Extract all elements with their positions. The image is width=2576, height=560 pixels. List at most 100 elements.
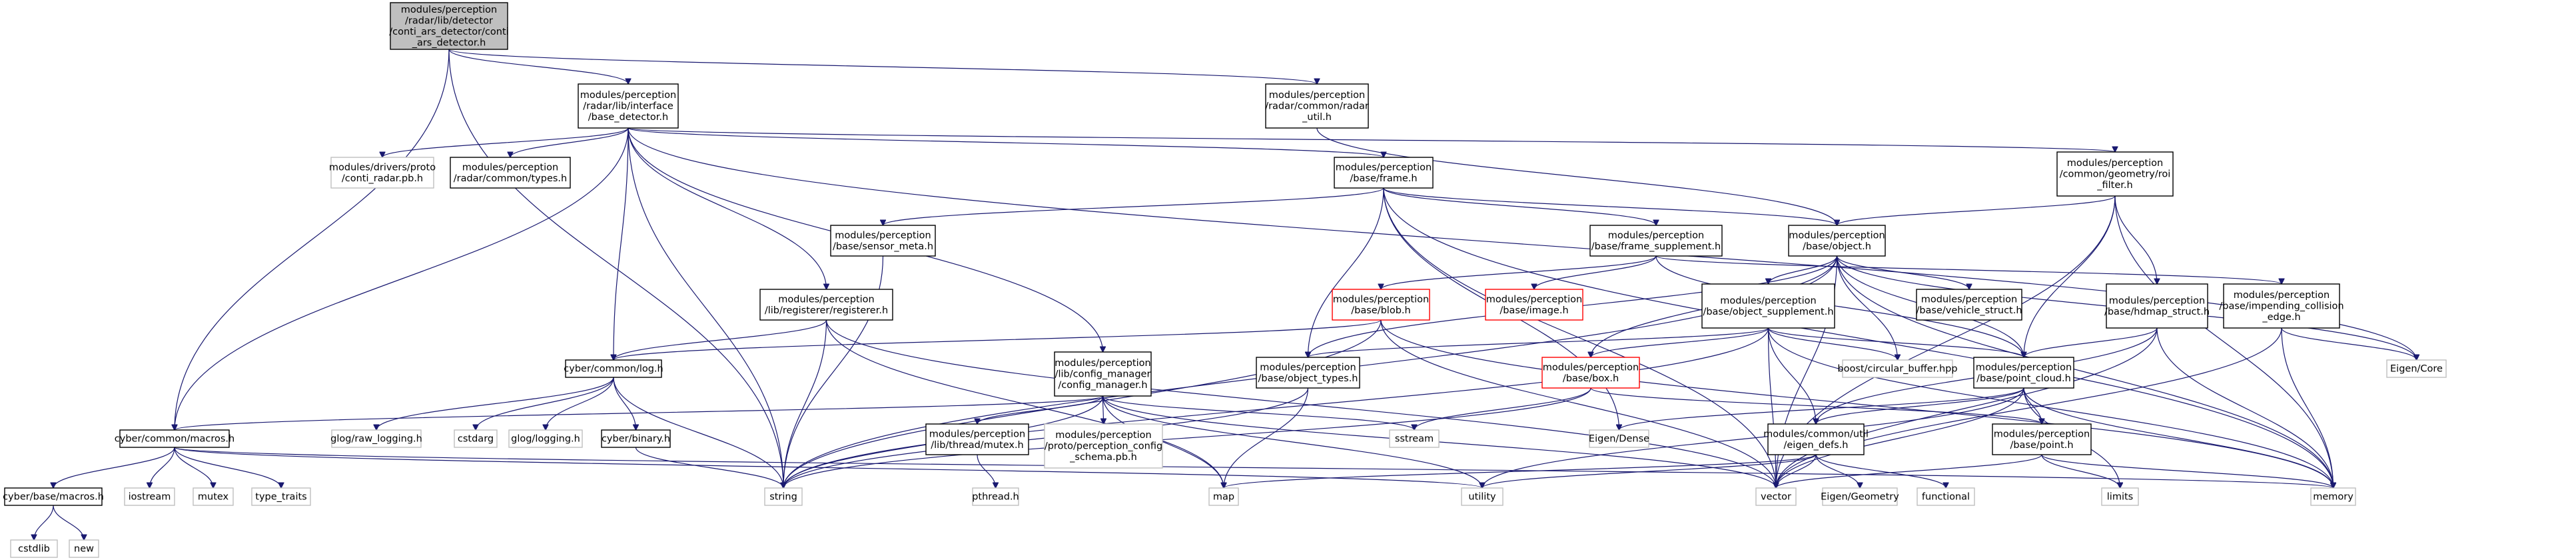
node-box bbox=[1842, 359, 1953, 378]
node-box bbox=[1992, 423, 2092, 455]
edge-config_manager-to-mutex_h bbox=[977, 395, 1104, 424]
edge-blob-to-vector bbox=[1380, 319, 1776, 488]
node-box bbox=[251, 487, 311, 506]
node-impending-collision[interactable]: modules/perception/base/impending_collis… bbox=[2219, 283, 2344, 329]
node-point[interactable]: modules/perception/base/point.h bbox=[1992, 423, 2092, 455]
node-box bbox=[2223, 283, 2340, 329]
node-label: modules/perception bbox=[1789, 230, 1885, 241]
node-roi-filter[interactable]: modules/perception/common/geometry/roi_f… bbox=[2056, 151, 2174, 197]
node-label: utility bbox=[1468, 492, 1496, 503]
node-sensor-meta[interactable]: modules/perception/base/sensor_meta.h bbox=[830, 225, 936, 257]
node-utility: utility bbox=[1461, 487, 1503, 506]
node-config-manager[interactable]: modules/perception/lib/config_manager/co… bbox=[1054, 351, 1152, 397]
node-hdmap-struct[interactable]: modules/perception/base/hdmap_struct.h bbox=[2104, 283, 2210, 329]
edge-config_manager-to-macros bbox=[175, 395, 1104, 430]
node-label: modules/perception bbox=[778, 294, 874, 305]
node-iostream: iostream bbox=[124, 487, 175, 506]
node-binary[interactable]: cyber/binary.h bbox=[601, 429, 671, 448]
edge-config_manager-to-vector bbox=[1102, 395, 1777, 488]
edge-frame_supplement-to-impending_collision bbox=[1655, 255, 2282, 284]
edge-log-to-string bbox=[613, 377, 783, 488]
node-label: modules/perception bbox=[1260, 362, 1356, 373]
node-base-detector[interactable]: modules/perception/radar/lib/interface/b… bbox=[578, 83, 679, 129]
node-label: /base/sensor_meta.h bbox=[833, 241, 933, 252]
node-label: _ars_detector.h bbox=[412, 37, 486, 48]
edge-object-to-vehicle_struct bbox=[1836, 255, 1970, 289]
edge-box-to-sstream bbox=[1414, 387, 1591, 430]
node-memory: memory bbox=[2310, 487, 2356, 506]
node-object-types[interactable]: modules/perception/base/object_types.h bbox=[1256, 357, 1360, 389]
edge-hdmap_struct-to-point_cloud bbox=[2024, 327, 2158, 357]
edge-object_supplement-to-box bbox=[1591, 327, 1769, 357]
edge-box-to-string bbox=[783, 387, 1591, 488]
edge-object_supplement-to-vector bbox=[1767, 327, 1777, 488]
node-mutex-h[interactable]: modules/perception/lib/thread/mutex.h bbox=[925, 423, 1029, 455]
edge-box-to-point bbox=[1590, 387, 2042, 424]
edge-macros-to-utility bbox=[174, 447, 1482, 488]
edge-roi_filter-to-hdmap_struct bbox=[2114, 195, 2157, 284]
node-blob[interactable]: modules/perception/base/blob.h bbox=[1332, 289, 1430, 321]
node-perception-config-pb: modules/perception/proto/perception_conf… bbox=[1044, 423, 1163, 469]
edge-macros-to-type_traits bbox=[174, 447, 281, 488]
edge-base_macros-to-cstdlib bbox=[34, 505, 54, 540]
edge-object_supplement-to-object_types bbox=[1308, 327, 1769, 357]
node-cstdarg: cstdarg bbox=[454, 429, 498, 448]
node-box bbox=[578, 83, 679, 129]
node-image[interactable]: modules/perception/base/image.h bbox=[1485, 289, 1583, 321]
edge-point_cloud-to-eigen_defs bbox=[1816, 387, 2024, 424]
node-box bbox=[193, 487, 234, 506]
node-label: modules/perception bbox=[462, 162, 558, 173]
node-label: /base/object_supplement.h bbox=[1703, 307, 1833, 317]
node-label: sstream bbox=[1395, 434, 1434, 445]
node-macros[interactable]: cyber/common/macros.h bbox=[115, 429, 234, 448]
node-glog: glog/logging.h bbox=[508, 429, 583, 448]
edge-point_cloud-to-vector bbox=[1776, 387, 2024, 488]
node-eigen-defs[interactable]: modules/common/util/eigen_defs.h bbox=[1763, 423, 1869, 455]
node-base-macros[interactable]: cyber/base/macros.h bbox=[3, 487, 104, 506]
node-label: /conti_ars_detector/conti bbox=[389, 27, 508, 37]
node-label: mutex bbox=[198, 492, 229, 503]
node-radar-types[interactable]: modules/perception/radar/common/types.h bbox=[450, 157, 571, 189]
node-label: /proto/perception_config bbox=[1045, 441, 1162, 452]
node-frame[interactable]: modules/perception/base/frame.h bbox=[1334, 157, 1434, 189]
node-vehicle-struct[interactable]: modules/perception/base/vehicle_struct.h bbox=[1916, 289, 2022, 321]
node-box bbox=[1389, 429, 1440, 448]
node-box[interactable]: modules/perception/base/box.h bbox=[1541, 357, 1640, 389]
node-label: /eigen_defs.h bbox=[1784, 440, 1849, 451]
node-box bbox=[1822, 487, 1898, 506]
node-label: modules/perception bbox=[401, 5, 497, 15]
node-box bbox=[4, 487, 103, 506]
node-label: /common/geometry/roi bbox=[2060, 169, 2171, 180]
edge-root-to-base_detector bbox=[448, 49, 628, 84]
node-eigen-core: Eigen/Core bbox=[2386, 359, 2447, 378]
node-box bbox=[1973, 357, 2074, 389]
node-box bbox=[1054, 351, 1152, 397]
node-vector: vector bbox=[1755, 487, 1797, 506]
node-label: _edge.h bbox=[2262, 312, 2300, 323]
node-label: modules/perception bbox=[1921, 294, 2017, 305]
node-root[interactable]: modules/perception/radar/lib/detector/co… bbox=[389, 2, 509, 50]
edge-macros-to-base_macros bbox=[53, 447, 175, 488]
node-frame-supplement[interactable]: modules/perception/base/frame_supplement… bbox=[1589, 225, 1723, 257]
node-label: /radar/lib/interface bbox=[583, 101, 673, 112]
edge-frame-to-object_types bbox=[1308, 187, 1384, 357]
node-radar-util[interactable]: modules/perception/radar/common/radar_ut… bbox=[1265, 83, 1369, 129]
node-box bbox=[1755, 487, 1797, 506]
node-point-cloud[interactable]: modules/perception/base/point_cloud.h bbox=[1973, 357, 2074, 389]
node-label: cstdarg bbox=[458, 434, 494, 445]
node-box bbox=[759, 289, 893, 321]
node-label: memory bbox=[2313, 492, 2354, 503]
node-object[interactable]: modules/perception/base/object.h bbox=[1788, 225, 1886, 257]
node-label: modules/perception bbox=[1994, 429, 2090, 439]
node-box bbox=[69, 539, 99, 558]
node-box bbox=[972, 487, 1019, 506]
edge-roi_filter-to-object bbox=[1837, 195, 2116, 225]
node-label: /base/hdmap_struct.h bbox=[2104, 307, 2210, 317]
node-object-supplement[interactable]: modules/perception/base/object_supplemen… bbox=[1701, 283, 1835, 329]
node-log[interactable]: cyber/common/log.h bbox=[564, 359, 663, 378]
node-box bbox=[331, 429, 422, 448]
node-registerer[interactable]: modules/perception/lib/registerer/regist… bbox=[759, 289, 893, 321]
edge-registerer-to-map bbox=[825, 319, 1224, 488]
edge-frame-to-sensor_meta bbox=[883, 187, 1384, 225]
node-box bbox=[764, 487, 803, 506]
